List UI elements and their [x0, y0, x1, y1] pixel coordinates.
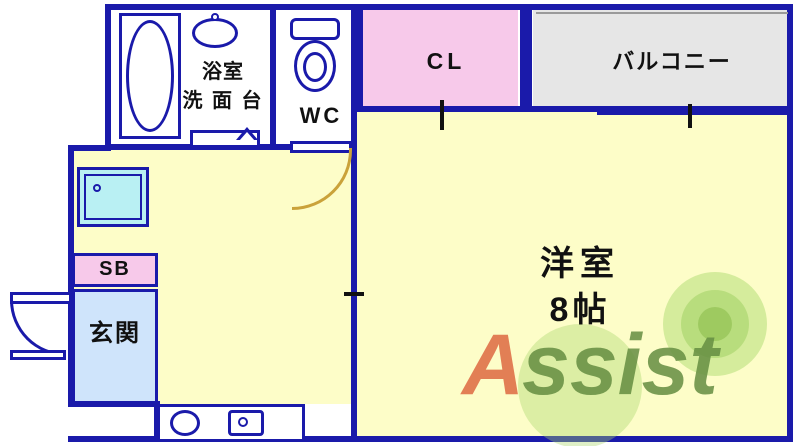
kitchen-stove-burner — [238, 417, 248, 427]
balcony-window-line — [597, 111, 791, 115]
label-shoe-box: SB — [99, 258, 131, 280]
room-fill-closet — [362, 8, 518, 112]
bathtub-inner — [126, 20, 174, 132]
window-mark-main-top — [440, 108, 444, 130]
entrance-door-swing — [10, 300, 66, 356]
label-balcony: バルコニー — [612, 49, 732, 74]
label-wc: WC — [299, 103, 343, 128]
wall-left-hall — [68, 145, 74, 407]
wall-bottom-left-step — [68, 401, 160, 407]
washbasin-faucet — [211, 13, 219, 21]
room-fill-main — [357, 110, 788, 436]
wall-balcony-left — [526, 4, 532, 112]
genkan-outline — [72, 289, 158, 404]
wall-top-left — [105, 4, 793, 10]
sliding-door-mark-divider — [344, 292, 364, 296]
label-genkan: 玄関 — [89, 320, 141, 347]
balcony-rail-line — [536, 12, 788, 14]
kitchen-stove — [228, 410, 264, 436]
hall-fixture-knob — [93, 184, 101, 192]
label-main-room-size: 8帖 — [549, 291, 611, 329]
wall-bath-wc — [270, 4, 276, 150]
wall-wc-right — [351, 4, 357, 150]
shoe-box — [72, 253, 158, 287]
hall-fixture-unit — [77, 167, 149, 227]
wall-hall-top — [68, 145, 108, 151]
label-closet: CL — [426, 48, 466, 74]
wall-closet-right — [520, 4, 526, 112]
toilet-seat — [303, 52, 327, 82]
entrance-door-leaf — [10, 350, 66, 360]
bath-door-triangle-inner — [239, 132, 255, 141]
balcony-door-mark — [688, 104, 692, 128]
hall-fixture-unit-inner — [84, 174, 142, 220]
toilet-tank — [290, 18, 340, 40]
label-bath: 浴室 — [202, 61, 244, 83]
label-washbasin-text: 洗 面 台 — [182, 90, 264, 112]
wall-right — [787, 4, 793, 442]
wall-room-divider — [351, 206, 357, 438]
label-main-room: 洋室 — [540, 245, 620, 283]
wall-balcony-bottom — [526, 106, 793, 112]
room-fill-balcony — [533, 8, 791, 110]
kitchen-sink-bowl — [170, 410, 200, 436]
wall-room-divider-upper — [351, 144, 357, 210]
wall-closet-left — [357, 4, 363, 112]
wall-left-upper — [105, 4, 111, 150]
wall-bottom — [68, 436, 793, 442]
washbasin — [192, 18, 238, 48]
